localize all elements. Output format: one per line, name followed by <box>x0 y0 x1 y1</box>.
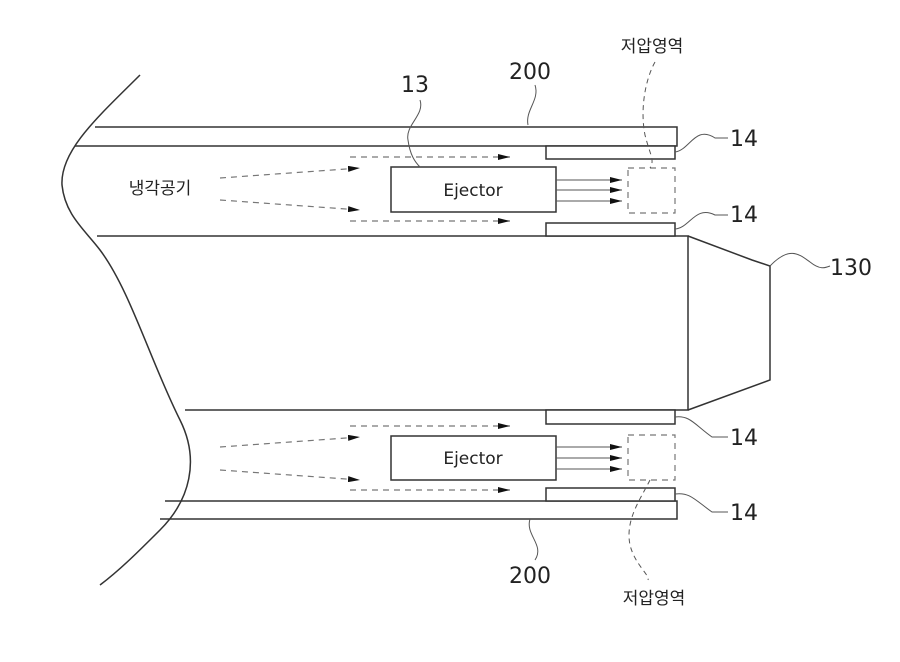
cooling-air-arrows <box>219 154 510 493</box>
bottom-outer-wall <box>160 500 678 520</box>
low-pressure-label-top: 저압영역 <box>621 37 684 57</box>
ejector-outflow-arrows-top <box>556 177 622 204</box>
lip-14-bottom-inner <box>545 409 676 425</box>
center-body <box>97 235 689 411</box>
low-pressure-region-bottom <box>627 434 676 481</box>
lip-14-top-outer <box>545 145 676 160</box>
ref-200-top: 200 <box>509 60 551 85</box>
ejector-bottom: Ejector <box>390 435 557 481</box>
lip-14-top-inner <box>545 222 676 237</box>
ref-14: 14 <box>730 426 758 451</box>
top-outer-wall <box>75 126 678 147</box>
ejector-outflow-arrows-bottom <box>556 444 622 472</box>
nozzle-130 <box>687 235 771 411</box>
ref-14: 14 <box>730 501 758 526</box>
lip-14-bottom-outer <box>545 487 676 502</box>
cooling-air-label: 냉각공기 <box>129 179 192 199</box>
ref-200-bottom: 200 <box>509 564 551 589</box>
leader-lines <box>407 61 831 581</box>
ref-13: 13 <box>401 73 429 98</box>
ref-14: 14 <box>730 203 758 228</box>
low-pressure-label-bottom: 저압영역 <box>623 589 686 609</box>
ref-14: 14 <box>730 127 758 152</box>
ejector-label: Ejector <box>443 181 502 201</box>
ejector-label: Ejector <box>443 449 502 469</box>
fuselage-contour <box>61 74 192 586</box>
ref-130: 130 <box>830 256 872 281</box>
ejector-top: Ejector <box>390 166 557 213</box>
low-pressure-region-top <box>627 167 676 214</box>
